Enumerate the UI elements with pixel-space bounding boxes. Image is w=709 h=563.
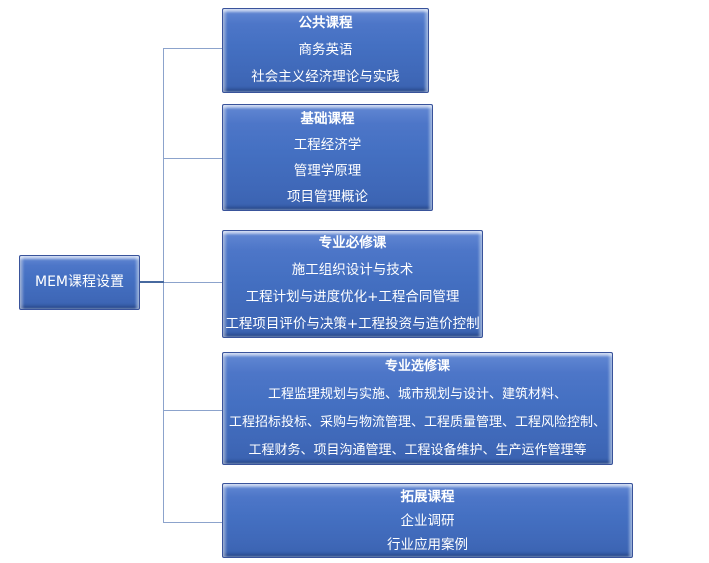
category-title: 专业选修课 <box>384 358 450 374</box>
connector-branch-public <box>163 48 222 49</box>
category-box-elective-courses: 专业选修课 工程监理规划与实施、城市规划与设计、建筑材料、 工程招标投标、采购与… <box>222 352 613 465</box>
course-item: 工程计划与进度优化+工程合同管理 <box>245 289 460 305</box>
course-item: 行业应用案例 <box>387 536 468 553</box>
course-item: 工程财务、项目沟通管理、工程设备维护、生产运作管理等 <box>248 442 587 458</box>
category-box-public-courses: 公共课程 商务英语 社会主义经济理论与实践 <box>222 8 429 93</box>
connector-branch-elective <box>163 410 222 411</box>
connector-branch-basic <box>163 158 222 159</box>
course-item: 企业调研 <box>400 512 455 529</box>
course-item: 工程招标投标、采购与物流管理、工程质量管理、工程风险控制、 <box>228 414 606 430</box>
course-item: 工程监理规划与实施、城市规划与设计、建筑材料、 <box>267 386 567 402</box>
connector-branch-extension <box>163 522 222 523</box>
category-title: 拓展课程 <box>400 488 455 505</box>
root-node-label: MEM课程设置 <box>34 274 124 290</box>
course-item: 施工组织设计与技术 <box>291 262 414 278</box>
category-box-required-courses: 专业必修课 施工组织设计与技术 工程计划与进度优化+工程合同管理 工程项目评价与… <box>222 230 483 338</box>
course-item: 项目管理概论 <box>287 188 368 205</box>
course-item: 管理学原理 <box>293 162 362 179</box>
connector-root-link <box>139 281 164 283</box>
root-node-mem-courses: MEM课程设置 <box>19 255 140 310</box>
course-item: 工程项目评价与决策+工程投资与造价控制 <box>225 316 480 332</box>
category-box-basic-courses: 基础课程 工程经济学 管理学原理 项目管理概论 <box>222 104 433 211</box>
course-item: 商务英语 <box>298 42 353 58</box>
course-item: 工程经济学 <box>293 136 362 153</box>
category-title: 基础课程 <box>300 110 355 127</box>
category-box-extension-courses: 拓展课程 企业调研 行业应用案例 <box>222 483 633 558</box>
category-title: 公共课程 <box>298 15 353 31</box>
course-item: 社会主义经济理论与实践 <box>251 69 400 85</box>
connector-branch-required <box>163 282 222 283</box>
category-title: 专业必修课 <box>318 235 387 251</box>
connector-trunk-line <box>163 48 164 522</box>
